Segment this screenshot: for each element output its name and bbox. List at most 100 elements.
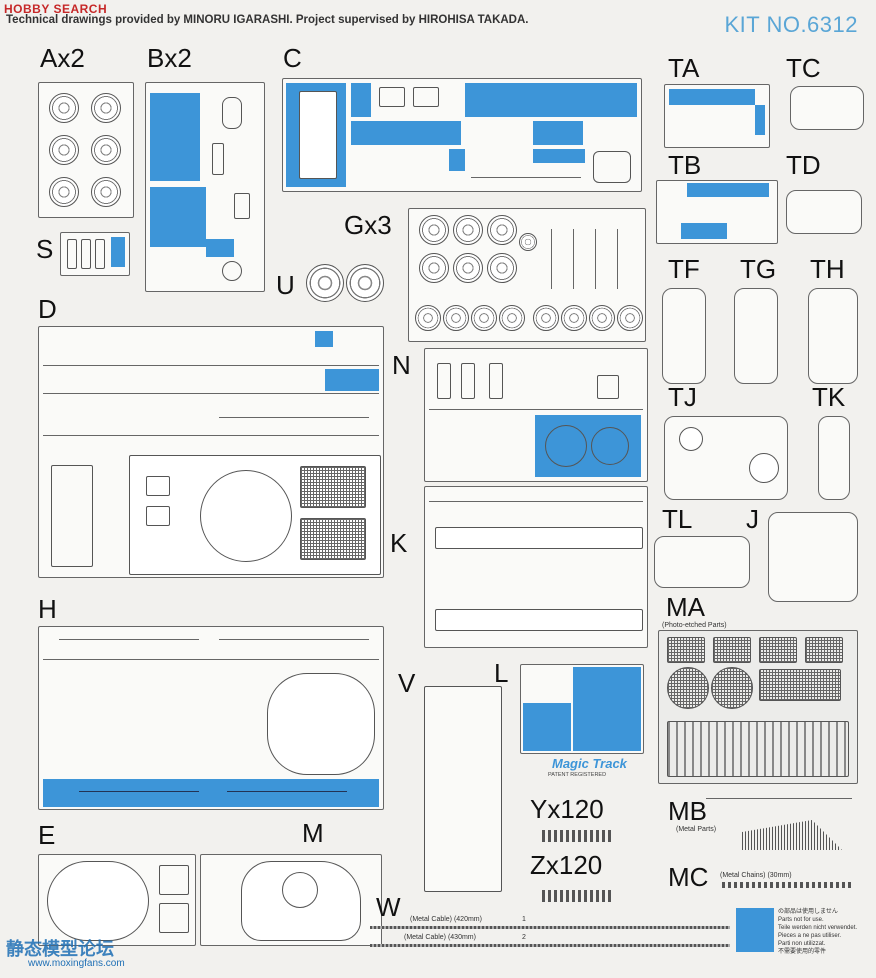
- idler-wheel: [346, 264, 384, 302]
- part-20: [591, 427, 629, 465]
- sprue-tg: [734, 288, 778, 384]
- sprocket: [415, 305, 441, 331]
- legend-note: の部品は使用しません Parts not for use. Teile werd…: [778, 908, 857, 956]
- magic-track-logo: Magic Track: [552, 756, 627, 771]
- sprue-a: [38, 82, 134, 218]
- photo-etch-fret: [658, 630, 858, 784]
- cupola: [282, 872, 318, 908]
- sprue-h: [38, 626, 384, 810]
- w1-number: 1: [522, 916, 526, 923]
- part: [159, 865, 189, 895]
- sprue-n: [424, 348, 648, 482]
- part: [212, 143, 224, 175]
- sprue-label-tf: TF: [668, 254, 700, 284]
- sprue-th: [808, 288, 858, 384]
- arm-part: [595, 229, 596, 289]
- part: [679, 427, 703, 451]
- sprue-s: [60, 232, 130, 276]
- arm-part: [617, 229, 618, 289]
- sprue-ta: [664, 84, 770, 148]
- unused-parts-area: [669, 89, 755, 105]
- road-wheel: [49, 135, 79, 165]
- sprue-l: [520, 664, 644, 754]
- sprue-label-tk: TK: [812, 382, 846, 412]
- arm-part: [573, 229, 574, 289]
- rod-part: [59, 639, 199, 640]
- mesh-screen: [759, 669, 841, 701]
- track-guard: [435, 609, 643, 631]
- sprue-label-b: Bx2: [147, 43, 192, 73]
- mc-caption: (Metal Chains) (30mm): [720, 872, 792, 879]
- sprue-label-c: C: [283, 43, 302, 73]
- unused-parts-area: [573, 667, 641, 751]
- hatch: [146, 506, 170, 526]
- metal-cable-2: [370, 944, 730, 947]
- legend-swatch: [736, 908, 774, 952]
- sprue-label-tl: TL: [662, 504, 693, 534]
- mb-caption: (Metal Parts): [676, 826, 717, 833]
- sprue-runner: [43, 365, 379, 366]
- sprocket: [443, 305, 469, 331]
- sprue-tc: [790, 86, 864, 130]
- unused-parts-area: [755, 105, 765, 135]
- legend-line: Parts not for use.: [778, 917, 824, 923]
- part: [437, 363, 451, 399]
- hull-deck: [129, 455, 381, 575]
- engine-grille: [300, 466, 366, 508]
- sprue-c: [282, 78, 642, 192]
- sprue-label-m: M: [302, 818, 324, 848]
- patent-text: PATENT REGISTERED: [548, 772, 607, 778]
- sprocket: [617, 305, 643, 331]
- sprue-label-e: E: [38, 820, 56, 850]
- rod-part: [219, 639, 369, 640]
- sprue-label-ta: TA: [668, 53, 700, 83]
- rod-part: [219, 417, 369, 418]
- sprue-label-s: S: [36, 234, 54, 264]
- sprue-label-tb: TB: [668, 150, 702, 180]
- sprue-label-w: W: [376, 892, 401, 922]
- mesh-screen: [667, 637, 705, 663]
- part: [597, 375, 619, 399]
- sprue-runner: [429, 409, 643, 410]
- sprue-tb: [656, 180, 778, 244]
- sprue-label-tj: TJ: [668, 382, 697, 412]
- sprue-label-h: H: [38, 594, 57, 624]
- sprue-label-th: TH: [810, 254, 845, 284]
- sprocket: [471, 305, 497, 331]
- sprue-e: [38, 854, 196, 946]
- part-19: [545, 425, 587, 467]
- part-23: [79, 791, 199, 792]
- return-roller: [453, 215, 483, 245]
- sprue-label-d: D: [38, 294, 57, 324]
- sprue-tk: [818, 416, 850, 500]
- sprocket: [533, 305, 559, 331]
- turret-ring-plate: [267, 673, 375, 775]
- sprue-label-tg: TG: [740, 254, 777, 284]
- arm-part: [551, 229, 552, 289]
- small-etch-parts: [667, 721, 849, 777]
- mesh-screen: [713, 637, 751, 663]
- sprue-b: [145, 82, 265, 292]
- w1-caption: (Metal Cable) (420mm): [410, 916, 482, 923]
- road-wheel: [91, 135, 121, 165]
- sprue-tf: [662, 288, 706, 384]
- hatch: [146, 476, 170, 496]
- track-link-y: [542, 830, 614, 842]
- part: [222, 97, 242, 129]
- unused-parts-area: [533, 149, 585, 163]
- road-wheel: [91, 177, 121, 207]
- kit-number: KIT NO.6312: [724, 12, 858, 37]
- hobby-search-logo: HOBBY SEARCH: [4, 2, 108, 16]
- sprue-runner: [43, 659, 379, 660]
- sprue-label-u: U: [276, 270, 295, 300]
- metal-chain: [722, 882, 852, 888]
- unused-parts-area: [687, 183, 769, 197]
- sprue-tj: [664, 416, 788, 500]
- metal-cable-1: [370, 926, 730, 929]
- unused-parts-area: [681, 223, 727, 239]
- turret-shell: [241, 861, 361, 941]
- w2-caption: (Metal Cable) (430mm): [404, 934, 476, 941]
- part: [234, 193, 250, 219]
- sprue-label-n: N: [392, 350, 411, 380]
- sprue-runner: [429, 501, 643, 502]
